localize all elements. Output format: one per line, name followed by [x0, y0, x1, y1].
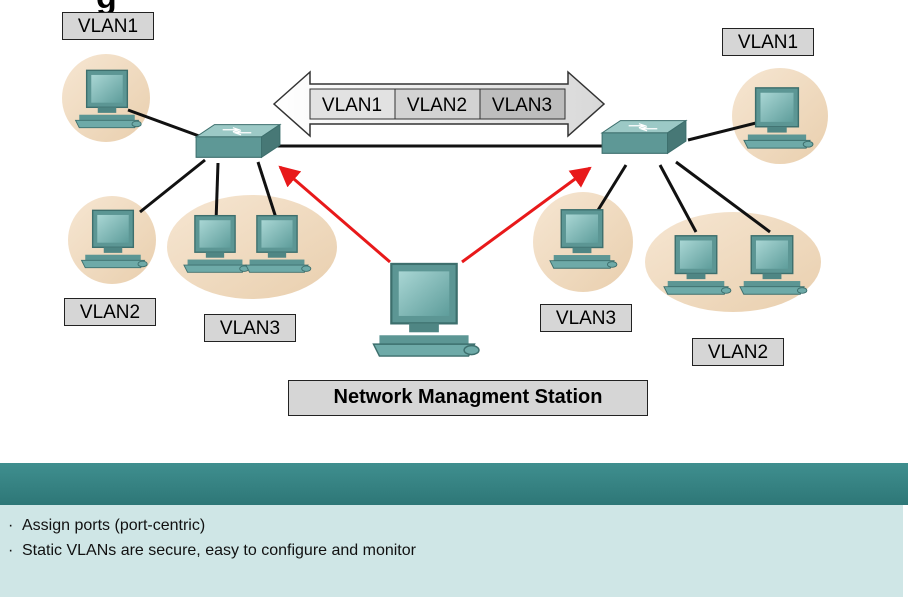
management-station-computer	[372, 262, 481, 358]
vlan-label-left-top: VLAN1	[62, 12, 154, 40]
trunk-label-vlan1: VLAN1	[322, 95, 382, 116]
link-right-middle	[593, 164, 628, 216]
link-left-bottom	[139, 158, 206, 214]
mgmt-link-right	[461, 166, 592, 264]
note-item: · Static VLANs are secure, easy to config…	[8, 538, 903, 563]
bullet-icon: ·	[8, 542, 14, 559]
link-left-top	[127, 108, 211, 142]
trunk-label-vlan2: VLAN2	[407, 95, 467, 116]
vlan-label-right-middle: VLAN3	[540, 304, 632, 332]
vlan-label-left-bottom: VLAN2	[64, 298, 156, 326]
link-left-middle-1	[214, 162, 220, 223]
vlan-label-left-middle: VLAN3	[204, 314, 296, 342]
note-text: Assign ports (port-centric)	[22, 517, 206, 534]
info-panel-header	[0, 463, 908, 505]
notes-list: · Assign ports (port-centric) · Static VLA…	[0, 505, 903, 563]
trunk-arrow: VLAN1 VLAN2 VLAN3	[272, 70, 606, 138]
link-right-bottom-1	[658, 164, 698, 233]
link-left-middle-2	[256, 161, 278, 219]
note-text: Static VLANs are secure, easy to configu…	[22, 542, 416, 559]
vlan-zone-right-bottom	[645, 212, 821, 312]
note-item: · Assign ports (port-centric)	[8, 513, 903, 538]
vlan-label-right-bottom: VLAN2	[692, 338, 784, 366]
lan-links	[127, 108, 771, 234]
vlan-label-right-top: VLAN1	[722, 28, 814, 56]
trunk-segment-vlan3	[479, 88, 566, 120]
bullet-icon: ·	[8, 517, 14, 534]
trunk-segment-vlan2	[394, 88, 481, 120]
trunk-label-vlan3: VLAN3	[492, 95, 552, 116]
switch-left	[195, 123, 281, 158]
management-links	[278, 165, 592, 264]
link-right-top	[687, 120, 761, 142]
vlan-zone-left-middle	[167, 195, 337, 299]
info-panel: · Assign ports (port-centric) · Static VLA…	[0, 463, 908, 602]
management-station-label: Network Managment Station	[288, 380, 648, 416]
switch-right	[601, 119, 687, 154]
link-right-bottom-2	[675, 160, 771, 234]
mgmt-link-left	[278, 165, 391, 264]
info-panel-body: · Assign ports (port-centric) · Static VLA…	[0, 505, 908, 597]
